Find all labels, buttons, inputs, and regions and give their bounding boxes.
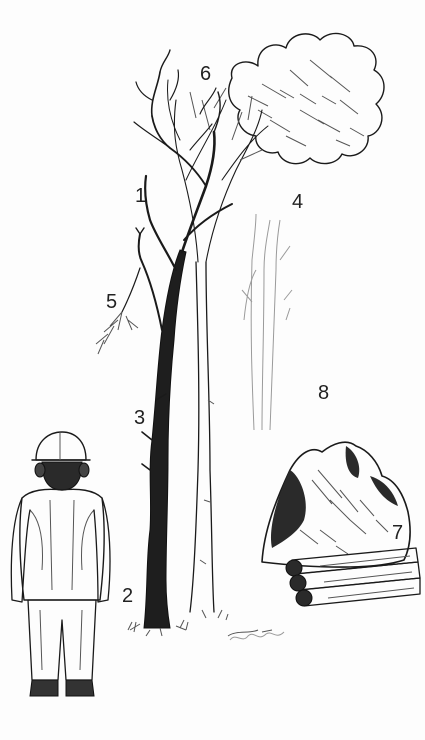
- label-6: 6: [200, 64, 211, 84]
- label-4: 4: [292, 192, 303, 212]
- label-7: 7: [392, 523, 403, 543]
- label-2: 2: [122, 586, 133, 606]
- log-pile: [286, 548, 420, 606]
- worker-figure: [11, 432, 110, 696]
- thin-tree: [168, 80, 269, 612]
- label-8: 8: [318, 383, 329, 403]
- label-1: 1: [135, 186, 146, 206]
- distant-trees: [242, 214, 292, 430]
- boulder: [262, 442, 410, 567]
- label-5: 5: [106, 292, 117, 312]
- label-3: 3: [134, 408, 145, 428]
